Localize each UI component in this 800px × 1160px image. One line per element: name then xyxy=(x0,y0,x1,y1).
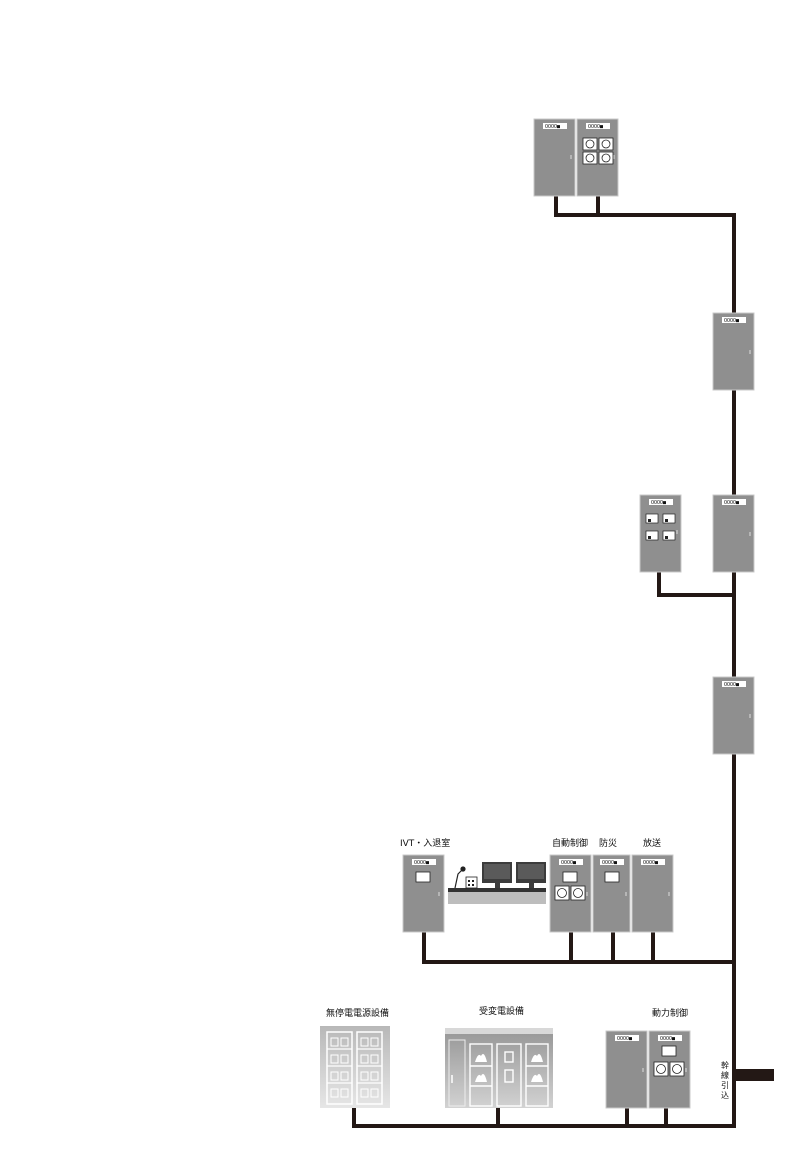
monitor-right-icon xyxy=(516,862,546,888)
svg-text:OOOO■: OOOO■ xyxy=(643,860,658,866)
svg-text:OOOO■: OOOO■ xyxy=(724,682,739,688)
svg-text:OOOO■: OOOO■ xyxy=(724,318,739,324)
floor4-panel: OOOO■ xyxy=(712,312,755,391)
svg-text:OOOO■: OOOO■ xyxy=(602,860,617,866)
auto-control-label: 自動制御 xyxy=(552,837,588,849)
ups-label: 無停電電源設備 xyxy=(326,1007,389,1019)
cable-network xyxy=(352,194,736,1128)
top-panel-left: OOOO■ xyxy=(533,118,576,197)
svg-text:OOOO■: OOOO■ xyxy=(617,1036,632,1042)
svg-text:OOOO■: OOOO■ xyxy=(651,500,666,506)
desk-body xyxy=(448,892,546,904)
svg-text:幹: 幹 xyxy=(721,1060,729,1070)
svg-text:OOOO■: OOOO■ xyxy=(545,124,560,130)
top-panel-right-with-gauges: OOOO■ xyxy=(576,118,619,197)
monitor-left-icon xyxy=(482,862,512,888)
svg-text:線: 線 xyxy=(721,1070,729,1080)
broadcast-label: 放送 xyxy=(643,837,661,849)
ivt-room-label: IVT・入退室 xyxy=(400,837,450,849)
substation-switchgear xyxy=(445,1028,553,1108)
disaster-prevention-panel: OOOO■ xyxy=(592,854,631,933)
top-floor-cable xyxy=(554,194,736,217)
svg-text:OOOO■: OOOO■ xyxy=(561,860,576,866)
svg-text:OOOO■: OOOO■ xyxy=(588,124,603,130)
microphone-icon xyxy=(454,866,466,889)
svg-text:OOOO■: OOOO■ xyxy=(414,860,429,866)
ups-battery-rack xyxy=(320,1026,390,1108)
svg-text:引: 引 xyxy=(721,1081,729,1090)
power-control-panel-right: OOOO■ xyxy=(648,1030,691,1109)
svg-text:OOOO■: OOOO■ xyxy=(660,1036,675,1042)
floor3-branch-cable xyxy=(657,570,736,597)
telephone-icon xyxy=(465,876,478,889)
broadcast-panel: OOOO■ xyxy=(631,854,674,933)
floor3-panel: OOOO■ xyxy=(712,494,755,573)
trunk-lead-in-label: 幹 線 引 込 xyxy=(721,1060,729,1100)
power-control-label: 動力制御 xyxy=(652,1007,688,1019)
operator-desk xyxy=(448,862,546,904)
control-room-bus-cable xyxy=(422,929,736,964)
ivt-panel: OOOO■ xyxy=(402,854,445,933)
power-control-panel-left: OOOO■ xyxy=(605,1030,648,1109)
svg-text:OOOO■: OOOO■ xyxy=(724,500,739,506)
desk-top xyxy=(448,888,546,892)
floor3-gauge-panel: OOOO■ xyxy=(639,494,682,573)
disaster-prevention-label: 防災 xyxy=(599,837,617,849)
floor2-panel: OOOO■ xyxy=(712,676,755,755)
trunk-lead-in-stub xyxy=(734,1069,774,1081)
basement-bus-cable xyxy=(352,1106,736,1128)
substation-label: 受変電設備 xyxy=(479,1005,524,1017)
svg-text:込: 込 xyxy=(721,1091,729,1100)
auto-control-panel: OOOO■ xyxy=(549,854,592,933)
